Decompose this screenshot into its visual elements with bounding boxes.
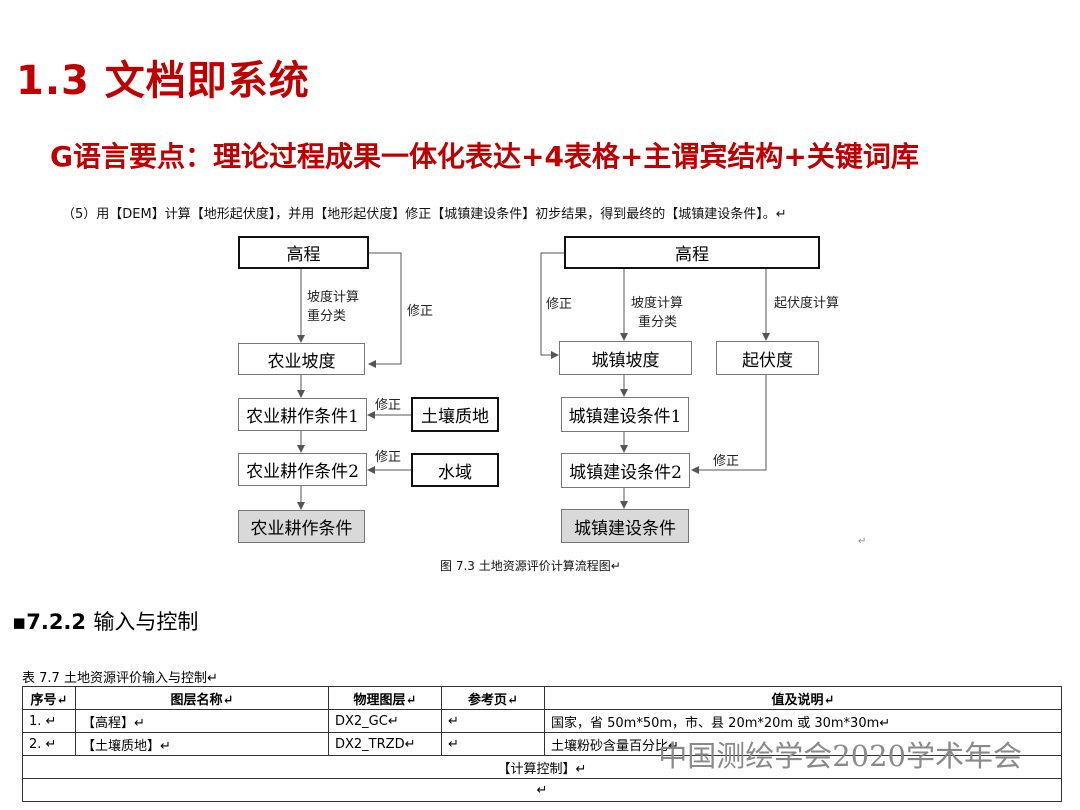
cell-calc-control: 【计算控制】↵ [22, 755, 1062, 779]
table-empty-row: ↵ [22, 778, 1062, 802]
slide-subtitle: G语言要点：理论过程成果一体化表达+4表格+主谓宾结构+关键词库 [50, 140, 919, 173]
water-correct-label: 修正 [375, 450, 402, 465]
soil-correct-label: 修正 [375, 398, 402, 413]
right-reclass-label: 重分类 [638, 315, 678, 330]
agri-slope-box: 农业坡度 [238, 343, 365, 375]
input-control-table: 序号↵ 图层名称↵ 物理图层↵ 参考页↵ 值及说明↵ 1. ↵ 【高程】↵ DX… [22, 686, 1062, 802]
col-layer-name-header: 图层名称↵ [75, 686, 329, 710]
cell-layer-name: 【土壤质地】↵ [75, 732, 329, 756]
col-value-header: 值及说明↵ [544, 686, 1062, 710]
cell-index: 2. ↵ [22, 732, 76, 756]
cell-layer-name: 【高程】↵ [75, 709, 329, 733]
right-correct-label: 修正 [546, 297, 573, 312]
col-physical-layer-header: 物理图层↵ [328, 686, 442, 710]
left-correct-label: 修正 [407, 304, 434, 319]
paragraph-mark: ↵ [858, 536, 867, 547]
table-row: 1. ↵ 【高程】↵ DX2_GC↵ ↵ 国家，省 50m*50m，市、县 20… [22, 709, 1062, 733]
cell-ref-page: ↵ [441, 709, 545, 733]
urban-cond2-box: 城镇建设条件2 [561, 453, 690, 488]
left-reclass-label: 重分类 [307, 309, 347, 324]
col-index-header: 序号↵ [22, 686, 76, 710]
cell-index: 1. ↵ [22, 709, 76, 733]
page-title: 1.3 文档即系统 [16, 58, 310, 104]
figure-caption: 图 7.3 土地资源评价计算流程图↵ [440, 559, 621, 573]
water-box: 水域 [411, 453, 499, 487]
cell-physical-layer: DX2_GC↵ [328, 709, 442, 733]
arrow-correct-loop-left [368, 252, 402, 368]
right-slope-calc-label: 坡度计算 [631, 296, 684, 311]
agri-cond2-box: 农业耕作条件2 [238, 453, 367, 486]
cell-value: 土壤粉砂含量百分比↵ [544, 732, 1062, 756]
section-number: 7.2.2 [26, 610, 87, 634]
agri-final-box: 农业耕作条件 [238, 510, 365, 543]
relief-box: 起伏度 [716, 341, 819, 375]
relief-correct-label: 修正 [713, 454, 740, 469]
cell-empty: ↵ [22, 778, 1062, 802]
table-control-row: 【计算控制】↵ [22, 755, 1062, 779]
col-ref-page-header: 参考页↵ [441, 686, 545, 710]
soil-texture-box: 土壤质地 [411, 397, 499, 432]
left-elevation-box: 高程 [238, 236, 369, 269]
table-caption: 表 7.7 土地资源评价输入与控制↵ [22, 671, 218, 686]
intro-paragraph: （5）用【DEM】计算【地形起伏度】，并用【地形起伏度】修正【城镇建设条件】初步… [62, 207, 787, 222]
cell-physical-layer: DX2_TRZD↵ [328, 732, 442, 756]
table-header-row: 序号↵ 图层名称↵ 物理图层↵ 参考页↵ 值及说明↵ [22, 686, 1062, 710]
relief-calc-label: 起伏度计算 [774, 296, 840, 311]
cell-ref-page: ↵ [441, 732, 545, 756]
section-heading: ▪7.2.2 输入与控制 [12, 606, 198, 636]
urban-cond1-box: 城镇建设条件1 [561, 397, 689, 432]
agri-cond1-box: 农业耕作条件1 [238, 398, 367, 431]
section-bullet: ▪ [12, 610, 27, 634]
cell-value: 国家，省 50m*50m，市、县 20m*20m 或 30m*30m↵ [544, 709, 1062, 733]
flowchart-connectors [297, 252, 770, 510]
right-elevation-box: 高程 [564, 236, 820, 269]
urban-final-box: 城镇建设条件 [561, 509, 689, 543]
section-title: 输入与控制 [93, 610, 199, 634]
conference-watermark: 中国测绘学会2020学术年会 [658, 739, 1022, 773]
urban-slope-box: 城镇坡度 [559, 341, 692, 375]
left-slope-calc-label: 坡度计算 [307, 290, 360, 305]
